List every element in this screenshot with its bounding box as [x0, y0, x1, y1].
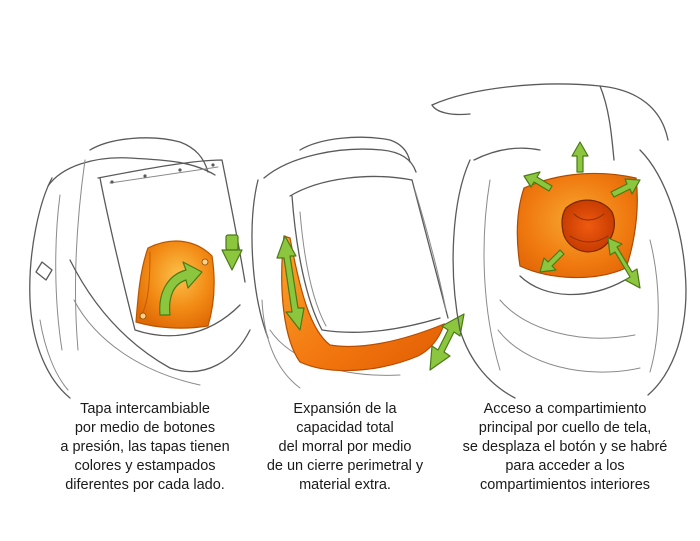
expand-arrow-diagonal-icon	[429, 313, 465, 371]
backpack-left-sketch	[29, 137, 251, 399]
caption-line: del morral por medio	[278, 439, 412, 455]
caption-line: Tapa intercambiable	[80, 401, 210, 417]
arrow-upper-left-icon	[523, 171, 553, 192]
caption-capacity-expansion: Expansión de la capacidad total del morr…	[240, 400, 450, 495]
arrow-lower-left-icon	[539, 249, 565, 273]
arrow-up-icon	[571, 141, 589, 173]
caption-line: a presión, las tapas tienen	[60, 439, 230, 455]
expansion-gusset	[281, 235, 445, 372]
caption-line: colores y estampados	[74, 458, 216, 474]
arrow-upper-right-icon	[610, 178, 641, 198]
caption-line: capacidad total	[296, 420, 394, 436]
collar-center-button	[561, 199, 615, 253]
caption-main-compartment-access: Acceso a compartimiento principal por cu…	[430, 400, 700, 495]
caption-line: se desplaza el botón y se habré	[462, 439, 668, 455]
caption-line: diferentes por cada lado.	[65, 477, 225, 493]
caption-line: Acceso a compartimiento	[483, 401, 647, 417]
backpack-right-sketch	[431, 83, 687, 399]
caption-interchangeable-flap: Tapa intercambiable por medio de botones…	[20, 400, 270, 495]
backpack-middle-sketch	[251, 136, 449, 389]
open-direction-arrows	[523, 141, 641, 289]
arrow-lower-right-double-icon	[607, 237, 641, 289]
caption-line: para acceder a los	[505, 458, 625, 474]
expand-arrow-vertical-icon	[276, 235, 305, 331]
caption-line: por medio de botones	[74, 420, 216, 436]
caption-line: compartimientos interiores	[479, 477, 651, 493]
caption-line: material extra.	[299, 477, 391, 493]
caption-line: de un cierre perimetral y	[266, 458, 424, 474]
snap-button-icon	[221, 234, 243, 271]
rotate-flap-arrow-icon	[159, 261, 203, 316]
caption-line: principal por cuello de tela,	[478, 420, 652, 436]
caption-line: Expansión de la	[293, 401, 397, 417]
